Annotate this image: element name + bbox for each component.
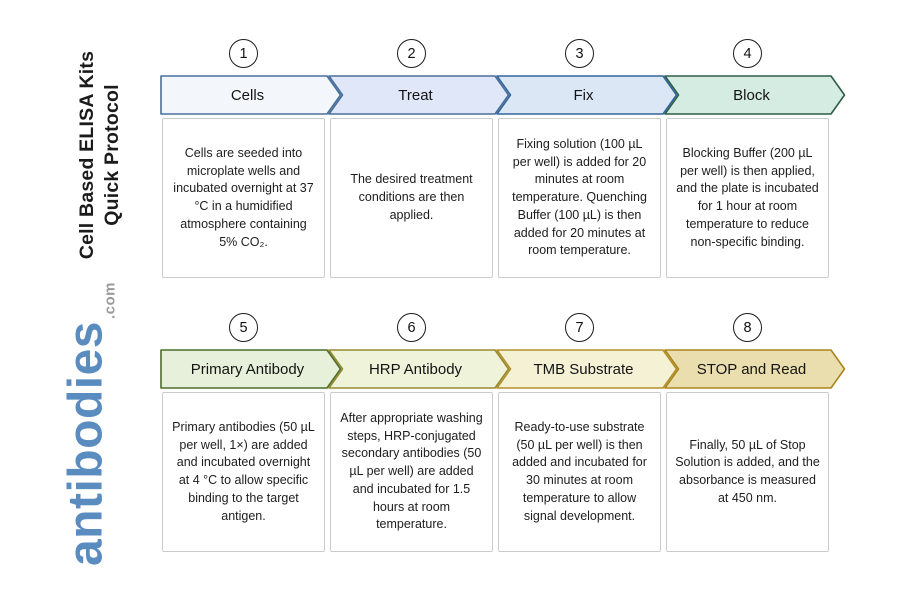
step-arrow (664, 349, 846, 389)
step-arrow-wrap: STOP and Read (664, 349, 846, 389)
step-number-badge: 8 (733, 313, 762, 342)
step-column-4: 4 Block Blocking Buffer (200 µL per well… (664, 39, 846, 278)
step-number: 8 (743, 319, 752, 336)
step-number: 5 (239, 319, 248, 336)
step-number: 2 (407, 45, 416, 62)
step-description: After appropriate washing steps, HRP-con… (330, 392, 493, 552)
step-arrow (496, 349, 678, 389)
step-arrow-label: Treat (398, 86, 433, 104)
page-title-line2: Quick Protocol (101, 84, 123, 226)
step-description: Blocking Buffer (200 µL per well) is the… (666, 118, 829, 278)
step-number-badge: 1 (229, 39, 258, 68)
step-number-badge: 2 (397, 39, 426, 68)
step-arrow (664, 75, 846, 115)
step-number-badge: 5 (229, 313, 258, 342)
step-description: Primary antibodies (50 µL per well, 1×) … (162, 392, 325, 552)
step-arrow-wrap: Block (664, 75, 846, 115)
step-column-3: 3 Fix Fixing solution (100 µL per well) … (496, 39, 678, 278)
step-arrow-wrap: Primary Antibody (160, 349, 342, 389)
step-column-1: 1 Cells Cells are seeded into microplate… (160, 39, 342, 278)
step-description: Fixing solution (100 µL per well) is add… (498, 118, 661, 278)
step-arrow-label: STOP and Read (696, 360, 807, 378)
protocol-row-1: 1 Cells Cells are seeded into microplate… (160, 39, 846, 278)
step-number: 1 (239, 45, 248, 62)
step-arrow-label: TMB Substrate (533, 360, 634, 378)
step-arrow (328, 75, 510, 115)
protocol-row-2: 5 Primary Antibody Primary antibodies (5… (160, 313, 846, 552)
step-column-8: 8 STOP and Read Finally, 50 µL of Stop S… (664, 313, 846, 552)
step-arrow-wrap: Treat (328, 75, 510, 115)
step-column-6: 6 HRP Antibody After appropriate washing… (328, 313, 510, 552)
step-number: 6 (407, 319, 416, 336)
step-arrow-label: Cells (230, 86, 265, 104)
step-arrow (160, 75, 342, 115)
step-number-badge: 6 (397, 313, 426, 342)
page-title-line1: Cell Based ELISA Kits (76, 50, 98, 260)
step-description: Cells are seeded into microplate wells a… (162, 118, 325, 278)
step-description: The desired treatment conditions are the… (330, 118, 493, 278)
step-description: Finally, 50 µL of Stop Solution is added… (666, 392, 829, 552)
step-arrow-label: HRP Antibody (368, 360, 463, 378)
step-column-5: 5 Primary Antibody Primary antibodies (5… (160, 313, 342, 552)
step-description: Ready-to-use substrate (50 µL per well) … (498, 392, 661, 552)
step-number: 3 (575, 45, 584, 62)
step-arrow-wrap: HRP Antibody (328, 349, 510, 389)
step-arrow-wrap: TMB Substrate (496, 349, 678, 389)
step-arrow (496, 75, 678, 115)
step-arrow (328, 349, 510, 389)
step-column-7: 7 TMB Substrate Ready-to-use substrate (… (496, 313, 678, 552)
page-title: Cell Based ELISA Kits Quick Protocol (75, 51, 125, 259)
step-number: 4 (743, 45, 752, 62)
brand-logo-suffix: .com (101, 281, 119, 319)
step-arrow-label: Primary Antibody (190, 360, 305, 378)
step-number: 7 (575, 319, 584, 336)
brand-logo-text: antibodies (59, 320, 113, 567)
step-arrow-label: Fix (573, 86, 594, 104)
step-arrow (160, 349, 342, 389)
brand-logo: antibodies.com (59, 282, 119, 567)
step-arrow-wrap: Cells (160, 75, 342, 115)
step-arrow-wrap: Fix (496, 75, 678, 115)
step-column-2: 2 Treat The desired treatment conditions… (328, 39, 510, 278)
step-number-badge: 7 (565, 313, 594, 342)
step-arrow-label: Block (733, 86, 770, 104)
step-number-badge: 4 (733, 39, 762, 68)
step-number-badge: 3 (565, 39, 594, 68)
